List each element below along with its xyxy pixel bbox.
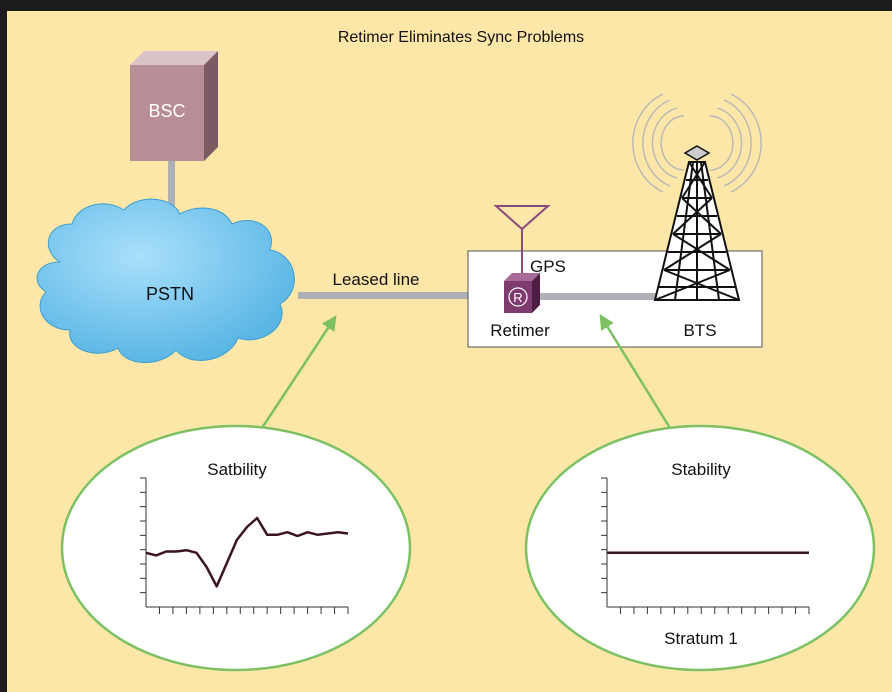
- bsc-label: BSC: [148, 101, 185, 121]
- series-line: [145, 516, 349, 588]
- pstn-cloud: PSTN: [36, 198, 295, 363]
- bts-label: BTS: [683, 321, 716, 340]
- retimer-bts-link: [538, 293, 668, 300]
- diagram-title: Retimer Eliminates Sync Problems: [338, 29, 584, 46]
- bsc-pstn-link: [168, 161, 175, 223]
- pstn-label: PSTN: [146, 284, 194, 304]
- left-inset: [60, 424, 412, 672]
- right-inset: [524, 424, 876, 672]
- retimer-node: R: [504, 273, 540, 313]
- right-inset-title: Stability: [671, 460, 731, 479]
- retimer-label: Retimer: [490, 321, 550, 340]
- right-callout-arrow: [599, 314, 672, 429]
- right-stability-chart: [601, 477, 810, 614]
- retimer-symbol-icon: [508, 287, 528, 307]
- bsc-node: BSC: [130, 51, 218, 161]
- right-inset-caption: Stratum 1: [664, 629, 738, 648]
- leased-line: [298, 292, 508, 299]
- left-stability-chart: [140, 477, 349, 614]
- left-inset-title: Satbility: [207, 460, 267, 479]
- bts-tower-icon: [632, 93, 762, 301]
- gps-label: GPS: [530, 257, 566, 276]
- leased-line-label: Leased line: [333, 270, 420, 289]
- left-callout-arrow: [260, 315, 337, 429]
- retimer-symbol: R: [513, 290, 522, 305]
